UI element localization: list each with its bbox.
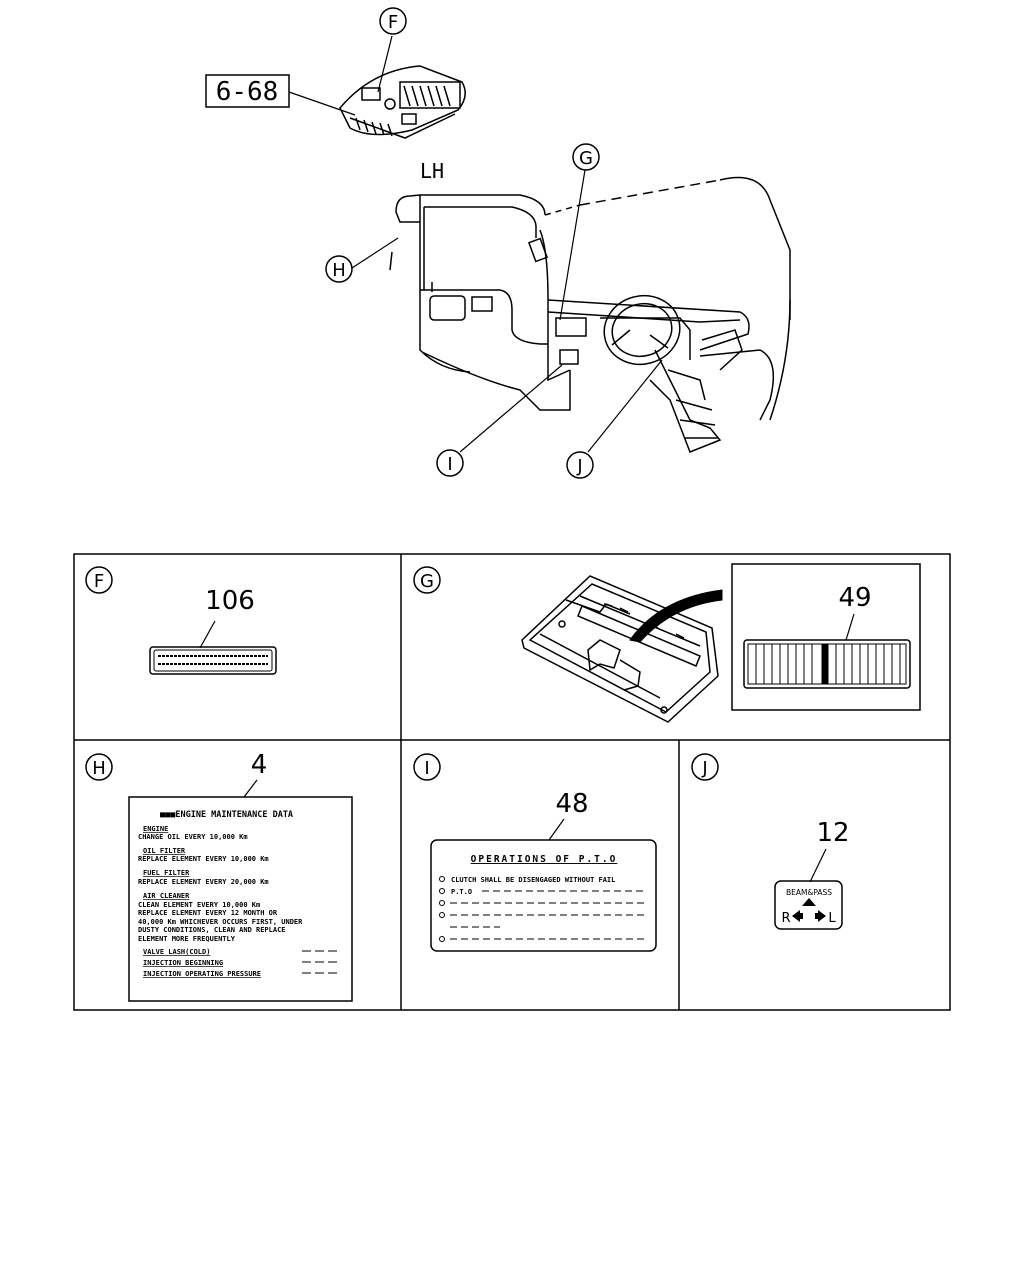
label-49-stripes (755, 643, 901, 685)
leader-line (243, 779, 258, 798)
leader-line (587, 359, 663, 453)
arrow-left-stem (798, 913, 803, 919)
part-number-12: 12 (816, 818, 849, 848)
label-4-inj-begin: INJECTION BEGINNING (143, 959, 223, 967)
label-48-bullets (439, 876, 445, 942)
label-4-air-line3: 40,000 Km WHICHEVER OCCURS FIRST, UNDER (138, 918, 303, 926)
callout-g-letter: G (579, 148, 593, 169)
label-106 (149, 646, 277, 675)
cab-interior-drawing (395, 176, 791, 453)
label-48-line2: P.T.O (451, 888, 472, 896)
callout-g-circle (572, 143, 600, 171)
label-4-valve: VALVE LASH(COLD) (143, 948, 210, 956)
side-label: LH (420, 159, 444, 183)
label-4-air-line5: ELEMENT MORE FREQUENTLY (138, 935, 236, 943)
callout-h-circle (325, 255, 353, 283)
reference-box (205, 74, 290, 108)
label-4-fuel: FUEL FILTER (143, 869, 190, 877)
part-number-48: 48 (555, 789, 588, 819)
label-48-line1: CLUTCH SHALL BE DISENGAGED WITHOUT FAIL (451, 876, 615, 884)
panel-h: H 4 ■■■ENGINE MAINTENANCE DATA ENGINE CH… (85, 750, 353, 1002)
arrow-right-stem (815, 913, 820, 919)
leader-line (377, 35, 393, 93)
label-4 (128, 796, 353, 1002)
label-48-title: OPERATIONS OF P.T.O (471, 854, 618, 865)
label-4-engine: ENGINE (143, 825, 168, 833)
label-12 (774, 880, 843, 930)
panel-i-letter: I (424, 758, 429, 779)
panel-j-circle (691, 753, 719, 781)
callout-f-circle (379, 7, 407, 35)
callout-j-letter: J (576, 456, 582, 477)
leader-line (459, 364, 563, 453)
room-lamp-drawing (339, 65, 466, 139)
callout-f-letter: F (388, 12, 398, 33)
tick-mark (389, 251, 393, 271)
leader-line (548, 818, 565, 841)
callout-j-circle (566, 451, 594, 479)
arrow-up-icon (802, 898, 816, 906)
panel-f-letter: F (94, 571, 104, 592)
pointer-arrow (629, 589, 723, 643)
label-12-left: L (828, 911, 836, 926)
part-number-49: 49 (838, 583, 871, 613)
panel-h-circle (85, 753, 113, 781)
label-49 (743, 639, 911, 689)
leader-line (845, 613, 855, 641)
leader-line (351, 237, 399, 269)
label-12-right: R (781, 911, 790, 926)
overview-section: 6-68 F LH (205, 7, 791, 479)
trim-panel-drawing (521, 575, 719, 723)
panel-j: J 12 BEAM&PASS R L (691, 753, 850, 930)
inset-box (731, 563, 921, 711)
label-4-air-line4: DUSTY CONDITIONS, CLEAN AND REPLACE (138, 926, 286, 934)
label-4-inj-press: INJECTION OPERATING PRESSURE (143, 970, 261, 978)
label-4-oil: OIL FILTER (143, 847, 186, 855)
label-4-air: AIR CLEANER (143, 892, 190, 900)
label-12-title: BEAM&PASS (786, 888, 832, 897)
leader-line (809, 848, 827, 883)
part-number-4: 4 (251, 750, 268, 780)
panel-g: G 49 (413, 563, 921, 723)
panel-f: F 106 (85, 566, 277, 675)
detail-grid (73, 553, 951, 1011)
panel-g-letter: G (420, 571, 434, 592)
label-4-air-line1: CLEAN ELEMENT EVERY 10,000 Km (138, 901, 260, 909)
label-4-engine-line: CHANGE OIL EVERY 10,000 Km (138, 833, 248, 841)
label-4-oil-line: REPLACE ELEMENT EVERY 10,000 Km (138, 855, 269, 863)
label-4-text: ■■■ENGINE MAINTENANCE DATA ENGINE CHANGE… (138, 810, 303, 978)
label-4-title: ■■■ENGINE MAINTENANCE DATA (160, 810, 293, 820)
label-4-air-line2: REPLACE ELEMENT EVERY 12 MONTH OR (138, 909, 278, 917)
callout-i-circle (436, 449, 464, 477)
leader-line (288, 91, 356, 116)
leader-line (199, 620, 216, 649)
label-4-fuel-line: REPLACE ELEMENT EVERY 20,000 Km (138, 878, 269, 886)
leader-line (559, 169, 586, 321)
callout-h-letter: H (332, 260, 346, 281)
label-4-blank-fields (302, 950, 340, 974)
callout-i-letter: I (447, 454, 452, 475)
panel-f-circle (85, 566, 113, 594)
reference-number: 6-68 (216, 77, 279, 107)
panel-i-circle (413, 753, 441, 781)
panel-i: I 48 OPERATIONS OF P.T.O CLUTCH SHALL BE… (413, 753, 657, 952)
label-48 (430, 839, 657, 952)
label-48-blank-fields (450, 890, 646, 940)
panel-j-letter: J (701, 758, 707, 779)
part-number-106: 106 (205, 586, 255, 616)
label-106-inner (153, 649, 273, 672)
panel-h-letter: H (92, 758, 106, 779)
panel-g-circle (413, 566, 441, 594)
